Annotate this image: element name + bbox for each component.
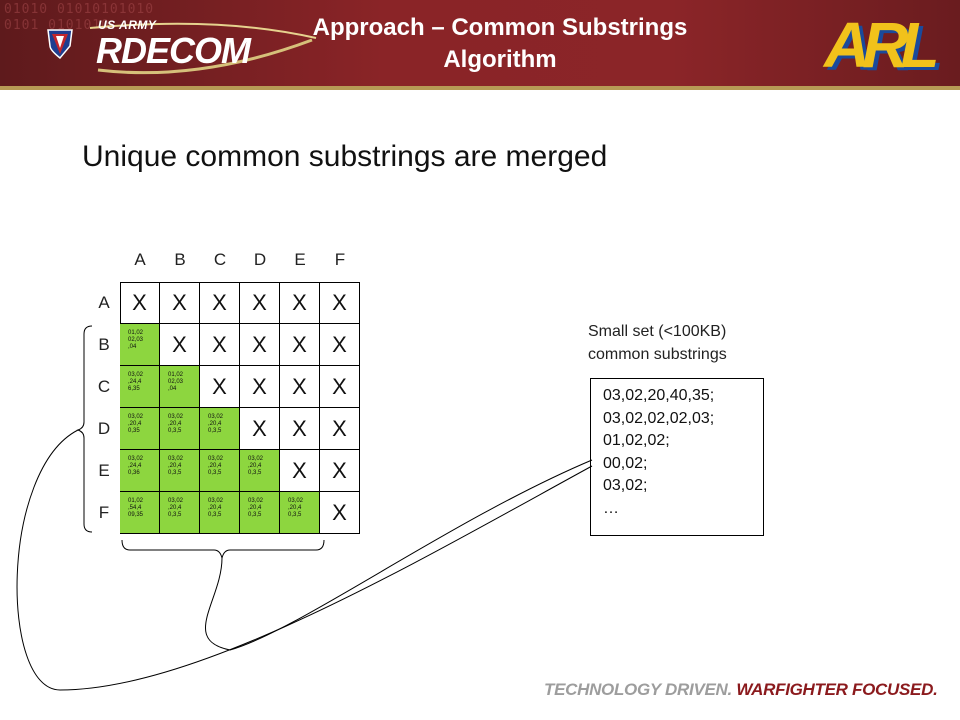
rdecom-logo: US ARMY RDECOM [40,14,317,76]
row-label: F [98,503,110,522]
title-line-1: Approach – Common Substrings [312,14,688,41]
matrix-cell-x: X [240,408,280,450]
substring-item: 00,02; [603,454,648,472]
row-label: D [97,419,111,438]
bottom-brace [121,539,325,559]
column-label: E [294,250,306,269]
tagline-part-2: WARFIGHTER FOCUSED. [736,680,938,699]
arl-logo: ARL [820,8,940,82]
matrix-cell-substring: 03,02 ,20,4 0,35 [120,408,160,450]
matrix-cell-substring: 03,02 ,20,4 0,3,5 [160,492,200,534]
matrix-cell-substring: 03,02 ,20,4 0,3,5 [200,408,240,450]
matrix-cell-x: X [200,282,240,324]
column-label: C [213,250,227,269]
substring-item: 03,02; [603,477,648,494]
matrix-cell-substring: 03,02 ,24,4 6,35 [120,366,160,408]
row-label: C [97,377,111,396]
matrix-cell-x: X [320,450,360,492]
row-label: E [98,461,110,480]
matrix-row-labels: A B C D E F [92,282,116,534]
matrix-cell-x: X [240,324,280,366]
rdecom-text: RDECOM [96,30,251,71]
matrix-cell-substring: 03,02 ,20,4 0,3,5 [160,408,200,450]
matrix-cell-substring: 03,02 ,20,4 0,3,5 [280,492,320,534]
matrix-cell-substring: 03,02 ,20,4 0,3,5 [240,492,280,534]
common-substrings-box: 03,02,20,40,35; 03,02,02,02,03; 01,02,02… [590,378,764,536]
us-army-text: US ARMY [98,18,157,32]
column-label: F [334,250,346,269]
matrix-cell-substring: 01,02 ,54,4 09,35 [120,492,160,534]
slide-title: Approach – Common Substrings Algorithm [300,12,700,76]
arl-logo-text: ARL [824,9,939,81]
matrix-cell-x: X [280,324,320,366]
matrix-cell-substring: 03,02 ,20,4 0,3,5 [200,492,240,534]
header-banner: 01010 01010101010 0101 0101010 US ARMY R… [0,0,960,90]
matrix-cell-x: X [280,366,320,408]
slide-heading: Unique common substrings are merged [82,140,608,173]
matrix-cell-substring: 03,02 ,20,4 0,3,5 [160,450,200,492]
small-set-line-1: Small set (<100KB) [588,323,727,340]
matrix-cell-substring: 03,02 ,20,4 0,3,5 [240,450,280,492]
substring-item: … [603,499,619,517]
row-label: B [98,335,110,354]
footer-tagline: TECHNOLOGY DRIVEN. WARFIGHTER FOCUSED. [544,680,938,700]
matrix-cell-x: X [160,324,200,366]
matrix-cell-x: X [320,366,360,408]
matrix-cell-x: X [320,408,360,450]
matrix-cell-substring: 01,02 02,03 ,04 [120,324,160,366]
logo-swoosh [89,22,317,75]
left-brace [76,325,93,533]
army-shield-icon [47,29,73,60]
substring-item: 01,02,02; [603,432,670,449]
matrix-cell-x: X [280,450,320,492]
matrix-cell-x: X [320,324,360,366]
matrix-column-labels: A B C D E F [120,250,360,274]
title-line-2: Algorithm [443,46,557,73]
tagline-part-1: TECHNOLOGY DRIVEN. [544,680,732,699]
substring-item: 03,02,20,40,35; [603,387,715,404]
matrix-cell-substring: 03,02 ,24,4 0,36 [120,450,160,492]
matrix-cell-x: X [200,366,240,408]
small-set-label: Small set (<100KB) common substrings [588,320,727,366]
matrix-cell-x: X [120,282,160,324]
column-label: D [253,250,267,269]
matrix-cell-x: X [280,282,320,324]
matrix-cell-x: X [320,282,360,324]
matrix-cell-x: X [160,282,200,324]
matrix-cell-x: X [200,324,240,366]
matrix-cell-x: X [280,408,320,450]
matrix-cell-x: X [320,492,360,534]
matrix-cell-x: X [240,282,280,324]
small-set-line-2: common substrings [588,346,727,363]
matrix-cell-x: X [240,366,280,408]
gold-divider [0,86,960,90]
row-label: A [98,293,110,312]
matrix-cell-substring: 01,02 02,03 ,04 [160,366,200,408]
substring-item: 03,02,02,02,03; [603,409,715,427]
column-label: B [174,250,186,269]
matrix-cell-substring: 03,02 ,20,4 0,3,5 [200,450,240,492]
column-label: A [134,250,146,269]
